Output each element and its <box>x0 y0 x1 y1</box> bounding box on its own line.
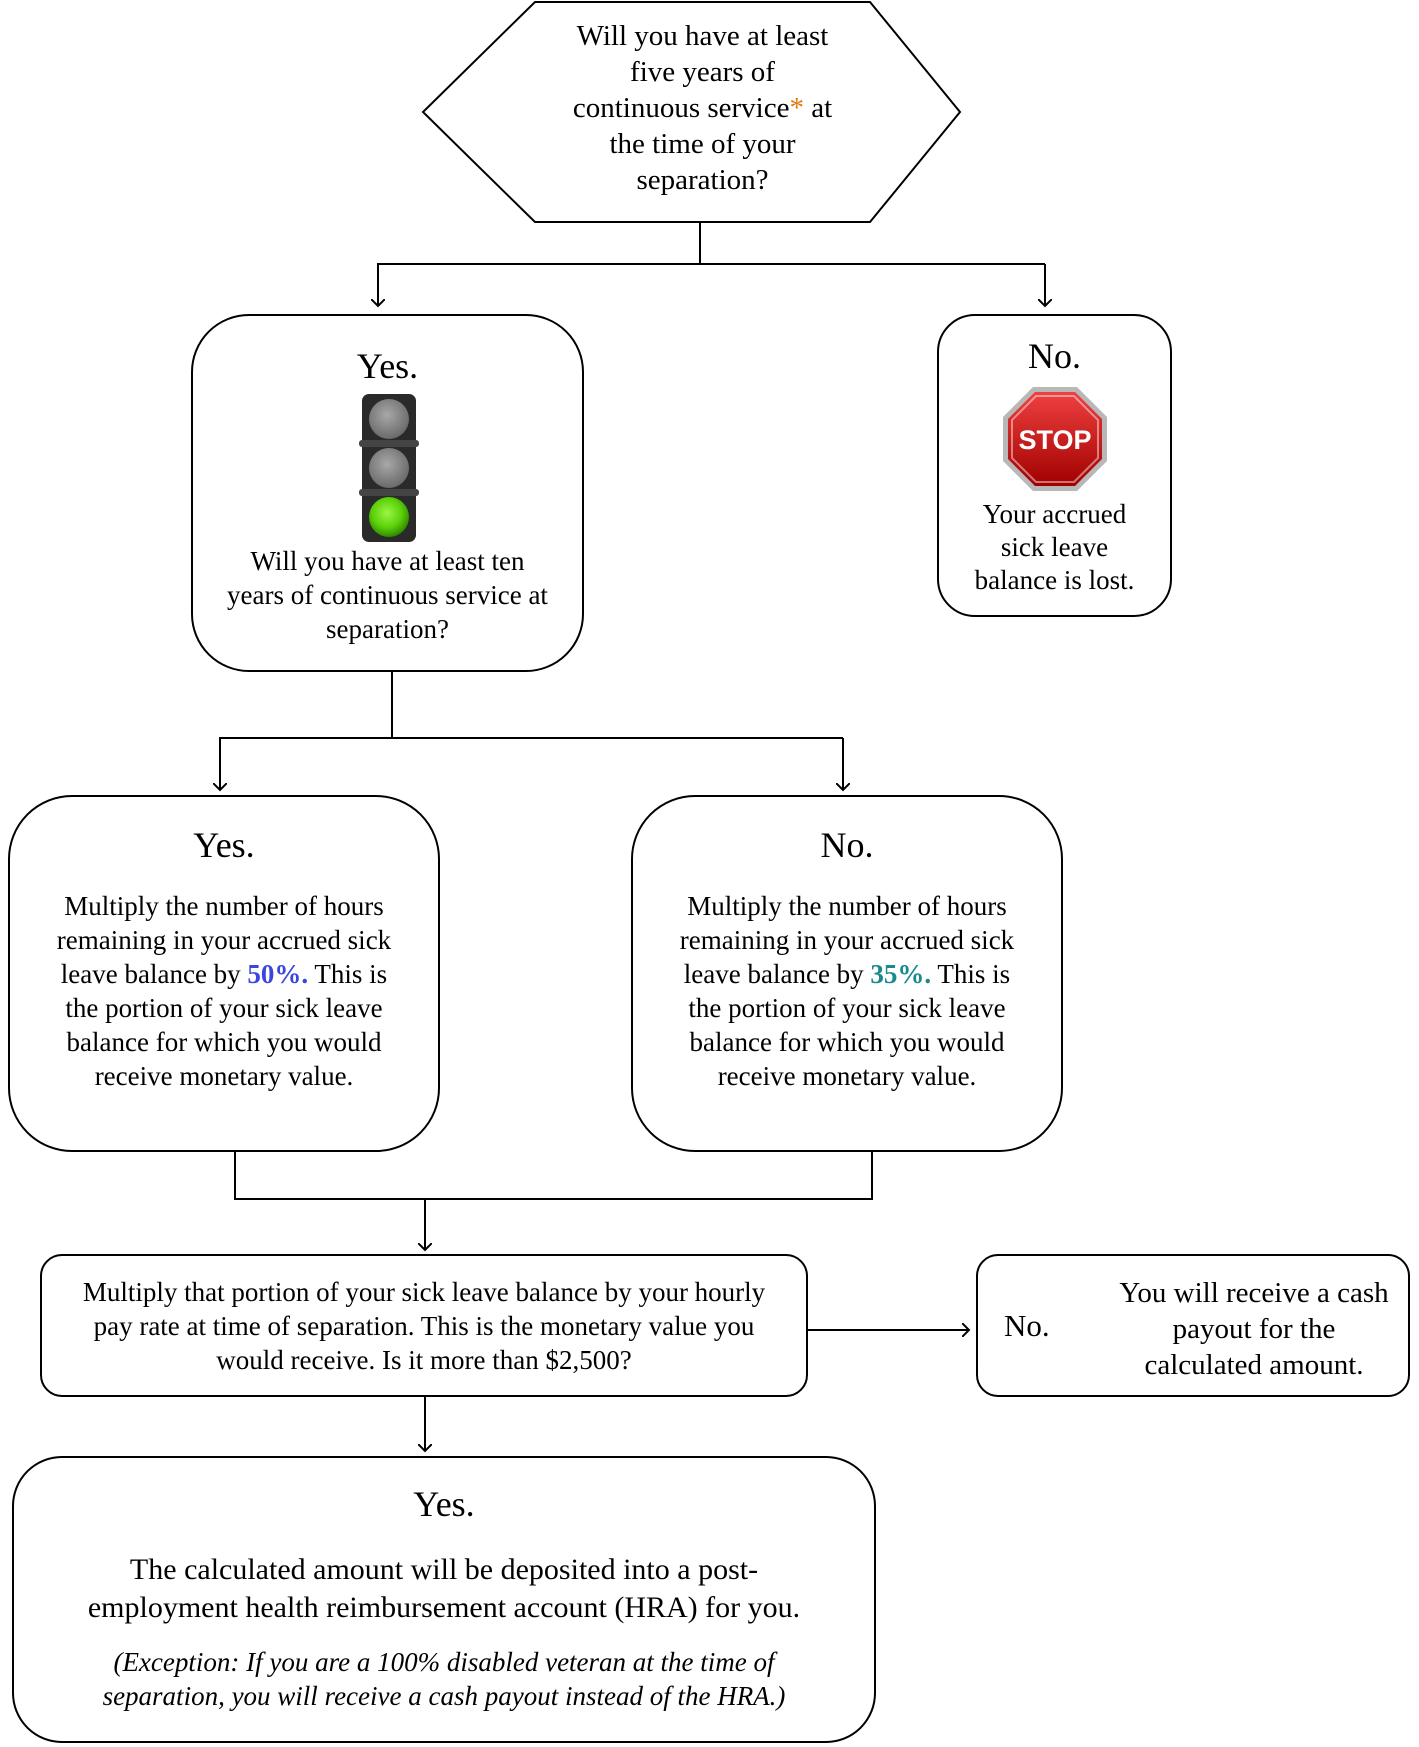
stop-sign-label: STOP <box>1018 425 1091 455</box>
start-line-1: Will you have at least <box>576 20 829 52</box>
ten-years-no-box: No. Multiply the number of hours remaini… <box>631 795 1063 1152</box>
start-line-5: separation? <box>636 164 769 196</box>
start-line-4: the time of your <box>609 128 796 160</box>
hra-box: Yes. The calculated amount will be depos… <box>12 1456 876 1743</box>
start-line-2: five years of <box>630 56 775 88</box>
stop-sign-icon: STOP <box>1003 387 1107 491</box>
start-hexagon <box>421 1 962 223</box>
traffic-light-green-icon <box>359 394 419 542</box>
start-line-3: continuous service* at <box>572 92 833 124</box>
hra-text: The calculated amount will be deposited … <box>87 1553 801 1624</box>
footnote-asterisk: * <box>789 92 804 124</box>
cash-no-label: No. <box>1004 1308 1050 1343</box>
percent-35: 35%. <box>870 959 932 989</box>
ten-yes-text: Multiply the number of hours remaining i… <box>56 891 392 1091</box>
five-years-no-box: No. STOP Your accrued sick leave balance… <box>937 314 1172 617</box>
ten-yes-heading: Yes. <box>193 825 255 865</box>
five-years-yes-box: Yes. Will you have at least ten years of… <box>191 314 584 672</box>
cash-payout-box: No. You will receive a cash payout for t… <box>976 1254 1410 1397</box>
percent-50: 50%. <box>247 959 309 989</box>
ten-years-yes-box: Yes. Multiply the number of hours remain… <box>8 795 440 1152</box>
five-yes-heading: Yes. <box>356 346 419 386</box>
ten-no-heading: No. <box>820 825 874 865</box>
start-question: Will you have at least five years of con… <box>500 18 905 198</box>
hra-heading: Yes. <box>413 1484 475 1524</box>
five-no-heading: No. <box>1028 336 1081 376</box>
ten-years-question: Will you have at least ten years of cont… <box>227 546 548 644</box>
ten-no-text: Multiply the number of hours remaining i… <box>679 891 1015 1091</box>
balance-lost-text: Your accrued sick leave balance is lost. <box>974 499 1135 595</box>
calculation-box: Multiply that portion of your sick leave… <box>40 1254 808 1397</box>
hra-exception: (Exception: If you are a 100% disabled v… <box>102 1647 786 1711</box>
cash-payout-text: You will receive a cash payout for the c… <box>1119 1277 1389 1381</box>
calculation-text: Multiply that portion of your sick leave… <box>82 1277 766 1375</box>
